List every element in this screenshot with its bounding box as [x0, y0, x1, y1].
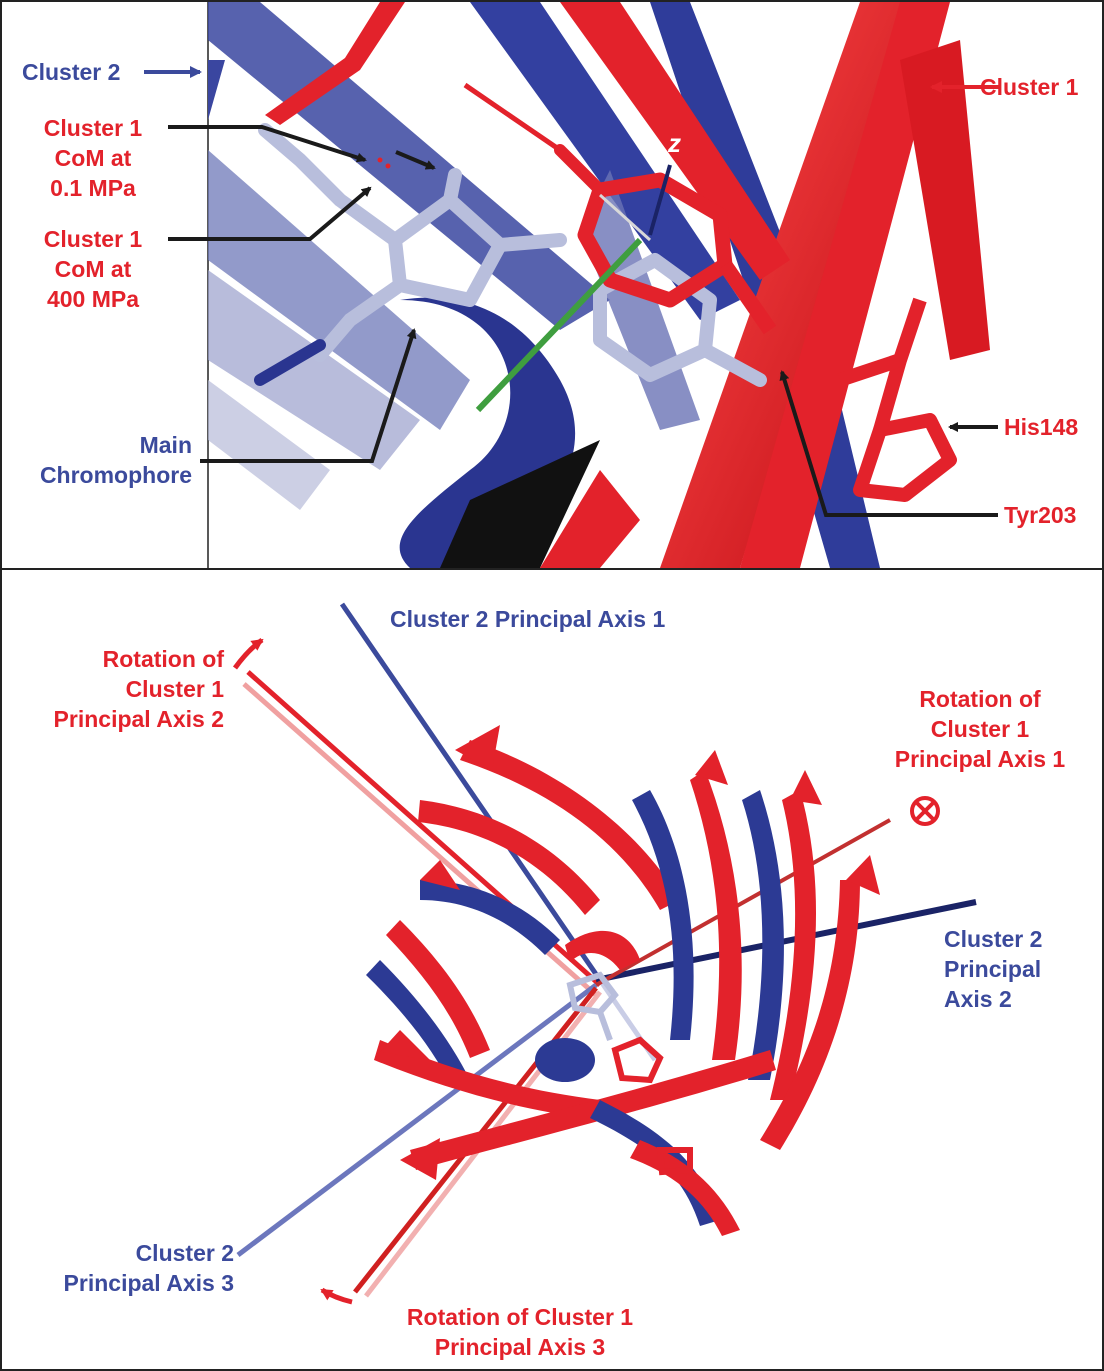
cluster1-axis2-rotation-label: Rotation of Cluster 1 Principal Axis 2: [14, 644, 224, 734]
cluster2-axis3-label: Cluster 2 Principal Axis 3: [12, 1238, 234, 1298]
top-panel-render: [208, 2, 990, 568]
main-chromophore-label: Main Chromophore: [22, 430, 192, 490]
cluster1-label: Cluster 1: [980, 72, 1078, 102]
axis-y-label: y: [455, 415, 469, 445]
beta-barrel: [366, 725, 880, 1236]
his148-label: His148: [1004, 412, 1078, 442]
cluster2-label: Cluster 2: [22, 57, 120, 87]
tyr203-label: Tyr203: [1004, 500, 1076, 530]
cluster1-axis3-rotation-label: Rotation of Cluster 1 Principal Axis 3: [380, 1302, 660, 1362]
cluster1-axis1-rotation-label: Rotation of Cluster 1 Principal Axis 1: [870, 684, 1090, 774]
com-high-pressure-label: Cluster 1 CoM at 400 MPa: [28, 224, 158, 314]
cluster2-axis2-line: [596, 902, 976, 980]
axis-x-label: x: [438, 56, 452, 86]
rotation-arrow-axis2: [235, 640, 262, 668]
circled-x-icon: [912, 798, 938, 824]
com-dot-low-pressure: [378, 158, 383, 163]
central-helix: [535, 1038, 595, 1082]
cluster2-axis2-label: Cluster 2 Principal Axis 2: [944, 924, 1042, 1014]
cluster2-axis1-label: Cluster 2 Principal Axis 1: [390, 604, 665, 634]
com-low-pressure-label: Cluster 1 CoM at 0.1 MPa: [28, 113, 158, 203]
bottom-panel-render: [235, 604, 976, 1302]
com-dot-high-pressure: [386, 164, 391, 169]
rotation-arrow-axis3: [322, 1290, 352, 1302]
axis-z-label: z: [668, 128, 681, 158]
